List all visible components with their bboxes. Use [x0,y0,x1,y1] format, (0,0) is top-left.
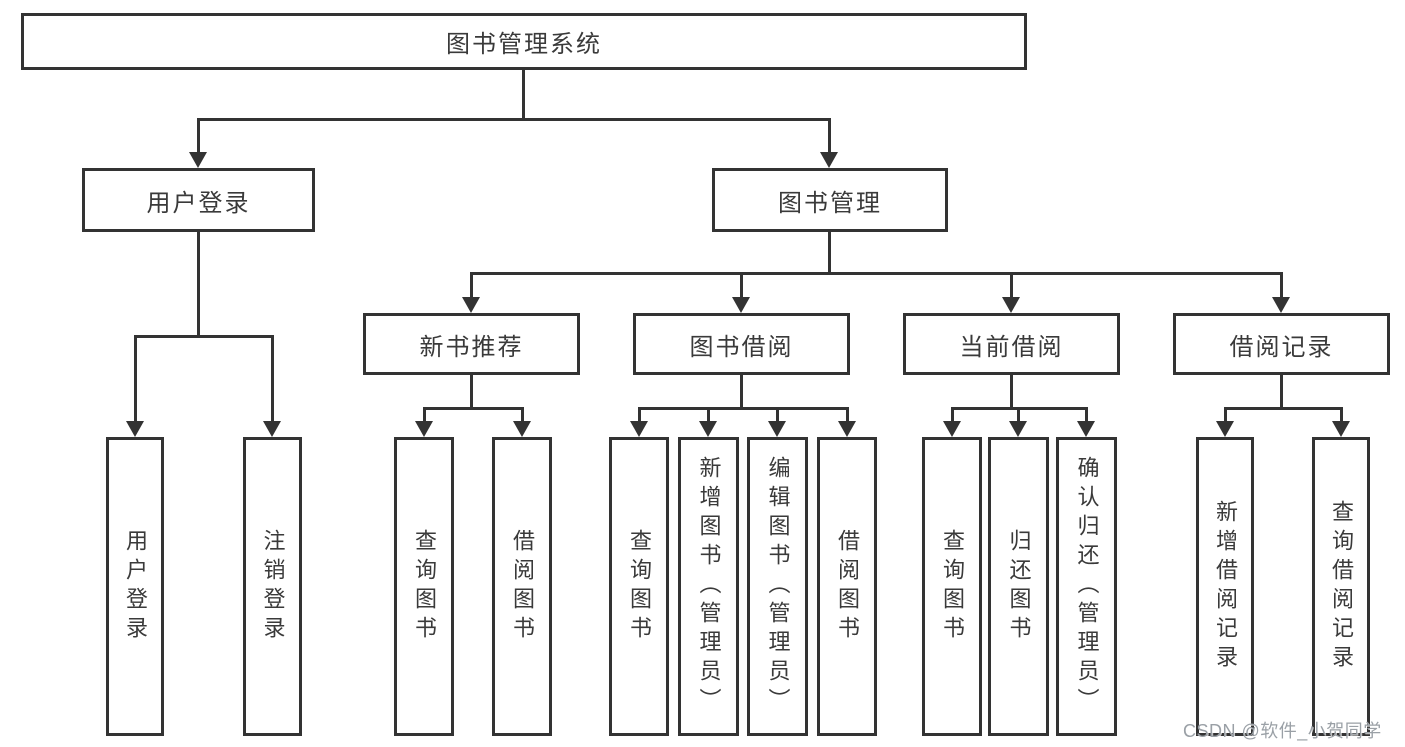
leaf-label: 编辑图书（管理员） [765,456,791,717]
leaf-add-book-admin: 新增图书（管理员） [678,437,739,736]
arrowhead-down-icon [1077,421,1095,437]
connector-line [1085,407,1088,423]
connector-line [1017,407,1020,423]
node-label: 图书管理 [778,189,882,217]
connector-line [740,272,743,299]
leaf-label: 用户登录 [123,528,148,645]
connector-line [1280,272,1283,299]
leaf-query-books-borrow: 查询图书 [609,437,669,736]
node-new-book-recommendation: 新书推荐 [363,313,580,375]
leaf-logout: 注销登录 [243,437,302,736]
arrowhead-down-icon [699,421,717,437]
leaf-label: 查询图书 [940,528,965,645]
leaf-label: 查询图书 [627,528,652,645]
connector-line [1340,407,1343,423]
watermark: CSDN @软件_小贺同学 [1183,721,1382,741]
connector-line [1224,407,1227,423]
leaf-query-borrow-record: 查询借阅记录 [1312,437,1370,736]
connector-line [470,272,473,299]
leaf-label: 借阅图书 [835,528,860,645]
leaf-borrow-books-recommend: 借阅图书 [492,437,552,736]
arrowhead-down-icon [1216,421,1234,437]
node-label: 借阅记录 [1229,333,1334,361]
connector-line [638,407,849,410]
arrowhead-down-icon [1009,421,1027,437]
arrowhead-down-icon [263,421,281,437]
arrowhead-down-icon [630,421,648,437]
leaf-label: 新增借阅记录 [1213,499,1238,674]
arrowhead-down-icon [1002,297,1020,313]
node-label: 图书管理系统 [446,31,602,58]
leaf-return-book: 归还图书 [988,437,1049,736]
leaf-query-books-recommend: 查询图书 [394,437,454,736]
arrowhead-down-icon [415,421,433,437]
connector-line [951,407,954,423]
arrowhead-down-icon [126,421,144,437]
connector-line [470,375,473,407]
leaf-borrow-books: 借阅图书 [817,437,877,736]
connector-line [828,118,831,155]
arrowhead-down-icon [1332,421,1350,437]
leaf-confirm-return-admin: 确认归还（管理员） [1056,437,1117,736]
arrowhead-down-icon [189,152,207,168]
arrowhead-down-icon [943,421,961,437]
connector-line [423,407,426,423]
connector-line [1010,375,1013,407]
leaf-label: 归还图书 [1006,528,1032,645]
node-book-borrowing: 图书借阅 [633,313,850,375]
connector-line [197,118,200,155]
connector-line [740,375,743,407]
connector-line [134,335,274,338]
leaf-label: 注销登录 [260,528,286,645]
arrowhead-down-icon [820,152,838,168]
leaf-label: 确认归还（管理员） [1074,456,1100,717]
leaf-label: 查询图书 [412,528,437,645]
node-label: 新书推荐 [419,333,524,361]
connector-line [470,272,1282,275]
connector-line [521,407,524,423]
connector-line [197,118,831,121]
arrowhead-down-icon [1272,297,1290,313]
leaf-query-books-current: 查询图书 [922,437,982,736]
arrowhead-down-icon [838,421,856,437]
connector-line [271,335,274,423]
leaf-label: 查询借阅记录 [1329,499,1354,674]
node-book-management: 图书管理 [712,168,948,232]
node-label: 当前借阅 [959,333,1064,361]
connector-line [828,232,831,272]
connector-line [707,407,710,423]
leaf-add-borrow-record: 新增借阅记录 [1196,437,1254,736]
arrowhead-down-icon [732,297,750,313]
arrowhead-down-icon [513,421,531,437]
connector-line [134,335,137,423]
node-borrowing-records: 借阅记录 [1173,313,1390,375]
node-label: 图书借阅 [689,333,794,361]
connector-line [776,407,779,423]
connector-line [846,407,849,423]
leaf-label: 新增图书（管理员） [696,456,722,717]
node-library-management-system: 图书管理系统 [21,13,1027,70]
connector-line [1280,375,1283,407]
leaf-label: 借阅图书 [510,528,535,645]
connector-line [638,407,641,423]
connector-line [522,70,525,118]
leaf-user-login: 用户登录 [106,437,164,736]
leaf-edit-book-admin: 编辑图书（管理员） [747,437,808,736]
node-label: 用户登录 [146,189,251,217]
node-current-borrowing: 当前借阅 [903,313,1120,375]
node-user-login: 用户登录 [82,168,315,232]
connector-line [197,232,200,335]
connector-line [423,407,524,410]
arrowhead-down-icon [768,421,786,437]
arrowhead-down-icon [462,297,480,313]
connector-line [1224,407,1343,410]
connector-line [1010,272,1013,299]
